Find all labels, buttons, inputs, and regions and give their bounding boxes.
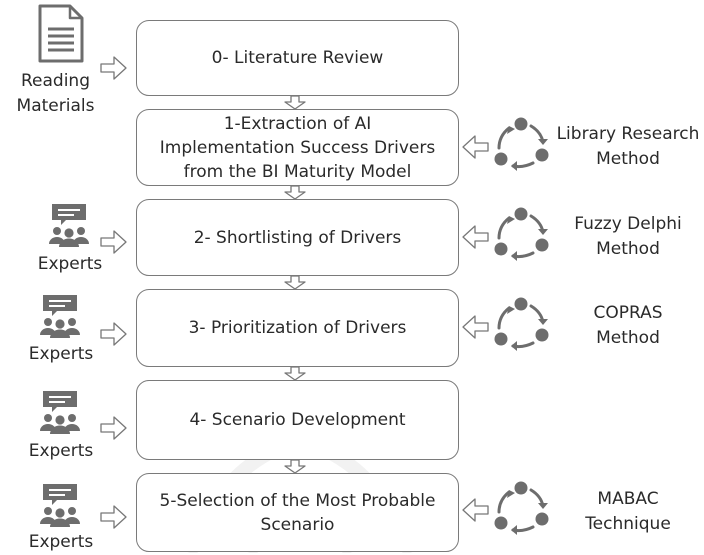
method-label-library-research: Library Research Method xyxy=(556,124,700,169)
cycle-icon-mabac xyxy=(493,480,550,537)
cycle-icon-copras xyxy=(493,296,550,353)
method-label-fuzzy-delphi: Fuzzy Delphi Method xyxy=(574,214,682,259)
step-5-box: 5-Selection of the Most Probable Scenari… xyxy=(136,473,459,552)
step-2-box: 2- Shortlisting of Drivers xyxy=(136,199,459,276)
method-arrow-3 xyxy=(462,315,489,339)
down-arrow-3-4 xyxy=(284,366,306,381)
method-arrow-1 xyxy=(462,135,489,159)
experts-label-step-5: Experts xyxy=(28,532,94,552)
method-label-copras: COPRAS Method xyxy=(593,303,663,348)
step-3-label: 3- Prioritization of Drivers xyxy=(188,318,407,338)
experts-label-step-3: Experts xyxy=(28,344,94,364)
step-1-box: 1-Extraction of AI Implementation Succes… xyxy=(136,109,459,186)
step-2-label: 2- Shortlisting of Drivers xyxy=(193,227,402,248)
input-arrow-3 xyxy=(100,322,127,346)
method-arrow-2 xyxy=(462,225,489,249)
step-1-label: 1-Extraction of AI Implementation Succes… xyxy=(159,113,436,182)
down-arrow-1-2 xyxy=(284,185,306,200)
step-5-label: 5-Selection of the Most Probable Scenari… xyxy=(159,490,436,535)
step-0-box: 0- Literature Review xyxy=(136,20,459,96)
reading-materials-label: Reading Materials xyxy=(16,71,95,116)
cycle-icon-library-research xyxy=(493,116,550,173)
input-arrow-0 xyxy=(100,56,127,80)
method-label-mabac: MABAC Technique xyxy=(585,489,671,534)
step-3-box: 3- Prioritization of Drivers xyxy=(136,289,459,367)
cycle-icon-fuzzy-delphi xyxy=(493,206,550,263)
down-arrow-4-5 xyxy=(284,459,306,474)
down-arrow-0-1 xyxy=(284,95,306,110)
input-arrow-2 xyxy=(100,230,127,254)
input-arrow-5 xyxy=(100,505,127,529)
step-4-label: 4- Scenario Development xyxy=(189,410,406,430)
experts-label-step-4: Experts xyxy=(28,441,94,461)
down-arrow-2-3 xyxy=(284,275,306,290)
experts-label-step-2: Experts xyxy=(37,254,103,274)
method-arrow-5 xyxy=(462,498,489,522)
step-0-label: 0- Literature Review xyxy=(211,48,384,68)
input-arrow-4 xyxy=(100,416,127,440)
step-4-box: 4- Scenario Development xyxy=(136,380,459,460)
